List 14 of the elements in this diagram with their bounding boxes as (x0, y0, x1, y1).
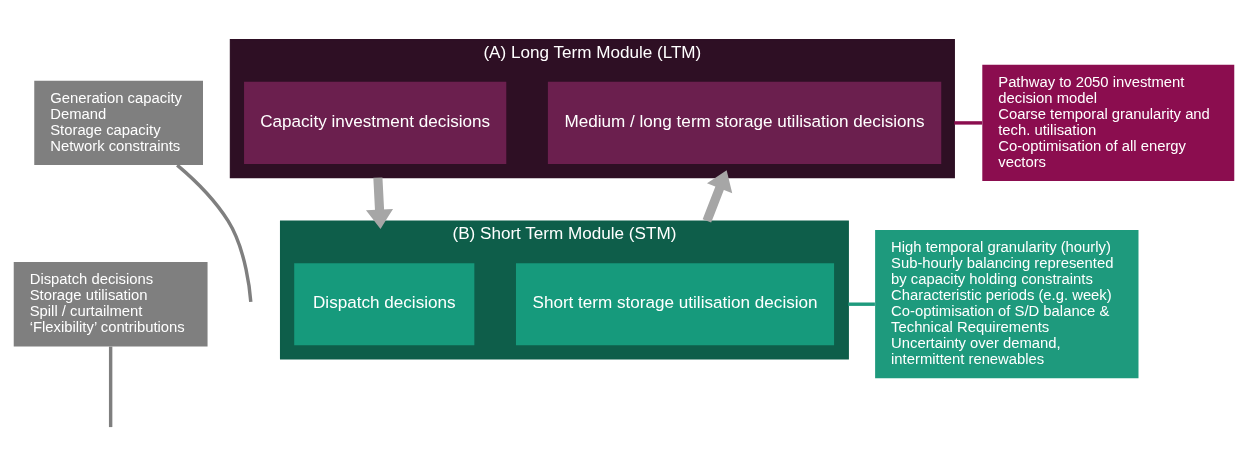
connector (108, 346, 113, 427)
arrow (702, 169, 733, 223)
arrow (366, 176, 394, 229)
node-box: Dispatch decisions (294, 262, 475, 345)
connector (954, 120, 983, 125)
node-box: Dispatch decisions Storage utilisation Spill / curtailment ‘Flexibility’ contributions (13, 261, 208, 346)
connector (848, 302, 875, 306)
node-box: Pathway to 2050 investment decision model Coarse temporal granularity and tech. utilisation Co-optimisation of all energy vectors (982, 64, 1235, 181)
node-box: High temporal granularity (hourly) Sub-hourly balancing represented by capacity holding constraints Characteristic periods (e.g. week) Co-optimisation of S/D balance & Technical Requirements Uncertainty over demand, intermittent renewables (875, 229, 1139, 378)
node-box: Short term storage utilisation decision (515, 262, 835, 345)
node-box: Generation capacity Demand Storage capacity Network constraints (34, 80, 203, 165)
node-box: Medium / long term storage utilisation decisions (547, 81, 942, 164)
node-box: Capacity investment decisions (244, 81, 507, 164)
connector (176, 163, 253, 302)
